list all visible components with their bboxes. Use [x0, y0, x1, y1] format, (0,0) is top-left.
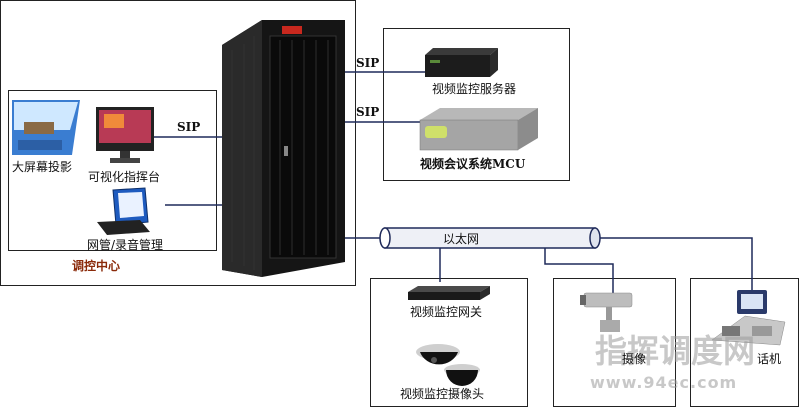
ethernet-label: 以太网: [443, 232, 480, 246]
camera-box: [553, 278, 676, 407]
mcu-icon: [419, 108, 538, 151]
video-gateway-icon: [408, 286, 490, 300]
ethernet-pipe: [379, 227, 601, 249]
connection-lines: [154, 71, 753, 294]
dome-camera-icon: [416, 344, 480, 386]
control-center-label: 调控中心: [72, 259, 121, 273]
visual-console-label: 可视化指挥台: [88, 170, 161, 184]
sip-label-top: SIP: [356, 56, 380, 70]
sip-label-mid: SIP: [356, 105, 380, 119]
mcu-label: 视频会议系统MCU: [420, 157, 526, 171]
video-camera-label: 视频监控摄像头: [400, 387, 485, 401]
video-server-label: 视频监控服务器: [432, 82, 517, 96]
phone-label: 话机: [757, 352, 782, 366]
big-screen-label: 大屏幕投影: [12, 160, 73, 174]
server-rack-icon: [222, 20, 345, 277]
visual-console-icon: [96, 107, 154, 163]
big-screen-icon: [12, 100, 80, 155]
net-mgmt-label: 网管/录音管理: [87, 238, 164, 252]
main-frame: [0, 0, 356, 286]
phone-box: [690, 278, 799, 407]
watermark-url: www.94ec.com: [590, 373, 737, 392]
bullet-camera-icon: [580, 292, 633, 332]
gateway-box: [370, 278, 528, 407]
control-center-box: [8, 90, 217, 251]
video-gateway-label: 视频监控网关: [410, 305, 483, 319]
watermark-title: 指挥调度网: [595, 332, 755, 370]
server-box: [383, 28, 570, 181]
management-pc-icon: [97, 187, 150, 235]
video-phone-icon: [711, 290, 786, 346]
camera-label: 摄像: [622, 352, 647, 366]
video-server-icon: [425, 48, 498, 77]
sip-label-left: SIP: [177, 120, 201, 134]
watermark: 指挥调度网 www.94ec.com: [590, 332, 755, 392]
